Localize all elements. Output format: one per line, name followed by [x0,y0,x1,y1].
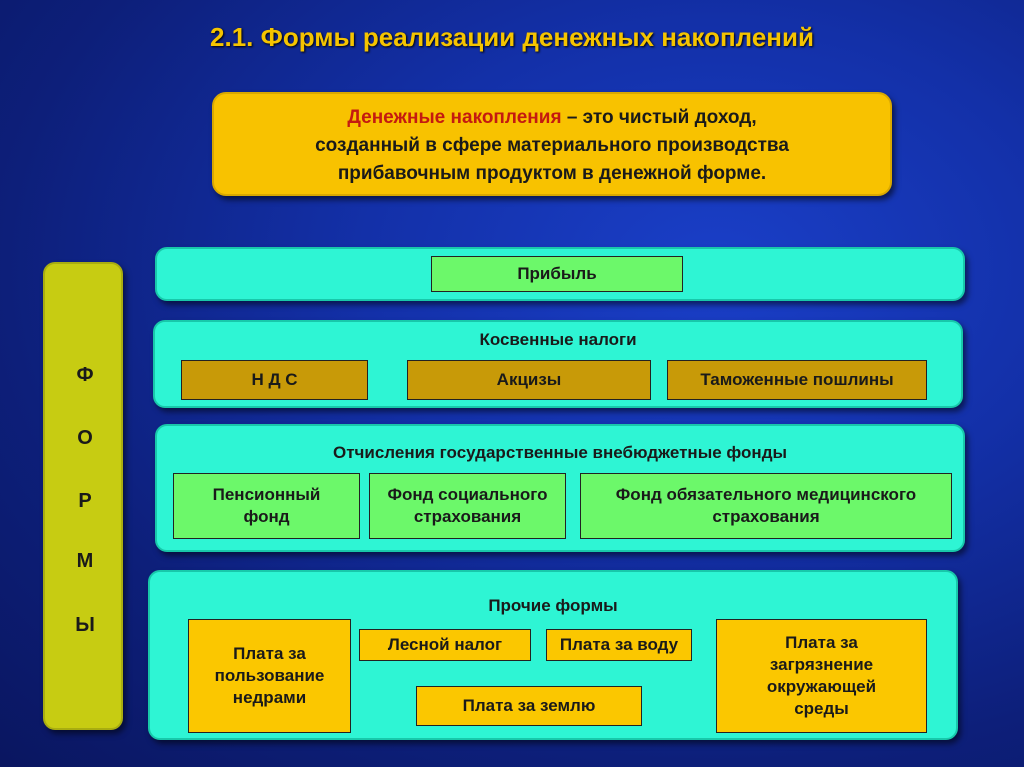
definition-line-1: Денежные накопления – это чистый доход, [214,104,890,132]
pension-fund-box: Пенсионный фонд [173,473,360,539]
pollution-line-1: Плата за [785,633,858,652]
social-insurance-fund-box: Фонд социального страхования [369,473,566,539]
pollution-line-4: среды [794,699,849,718]
subsoil-line-2: пользование [214,666,325,685]
page-title: 2.1. Формы реализации денежных накоплени… [210,22,814,52]
subsoil-line-3: недрами [232,688,307,707]
profit-box: Прибыль [431,256,683,292]
subsoil-line-1: Плата за [233,644,306,663]
water-fee-box: Плата за воду [546,629,692,661]
pollution-fee-box: Плата за загрязнение окружающей среды [716,619,927,733]
forms-side-label: Ф О Р М Ы [43,262,123,730]
extrabudgetary-funds-panel: Отчисления государственные внебюджетные … [155,424,965,552]
customs-duties-label: Таможенные пошлины [700,370,894,389]
excise-box: Акцизы [407,360,651,400]
indirect-taxes-panel: Косвенные налоги Н Д С Акцизы Таможенные… [153,320,963,408]
medical-insurance-fund-box: Фонд обязательного медицинского страхова… [580,473,952,539]
water-fee-label: Плата за воду [559,635,679,654]
definition-term: Денежные накопления [347,107,562,128]
forest-tax-box: Лесной налог [359,629,531,661]
side-letter: Ф [76,364,94,386]
land-fee-box: Плата за землю [416,686,642,726]
side-letter: Р [78,490,92,512]
land-fee-label: Плата за землю [462,696,596,715]
other-forms-title: Прочие формы [488,596,618,615]
funds-title: Отчисления государственные внебюджетные … [332,443,788,462]
social-insurance-line-2: страхования [413,507,522,526]
vat-label: Н Д С [251,370,298,389]
pollution-line-2: загрязнение [769,655,874,674]
other-forms-panel: Прочие формы Плата за пользование недрам… [148,570,958,740]
definition-box: Денежные накопления – это чистый доход, … [212,92,892,196]
medical-insurance-line-1: Фонд обязательного медицинского [615,485,917,504]
side-letter: М [76,550,94,572]
subsoil-fee-box: Плата за пользование недрами [188,619,351,733]
vat-box: Н Д С [181,360,368,400]
profit-panel: Прибыль [155,247,965,301]
pension-fund-line-1: Пенсионный [212,485,321,504]
excise-label: Акцизы [496,370,562,389]
definition-line-3: прибавочным продуктом в денежной форме. [337,163,767,184]
side-letter: О [77,427,93,449]
indirect-taxes-title: Косвенные налоги [479,330,637,349]
customs-duties-box: Таможенные пошлины [667,360,927,400]
definition-line-1-rest: – это чистый доход, [561,107,757,128]
forest-tax-label: Лесной налог [387,635,503,654]
pension-fund-line-2: фонд [243,507,290,526]
side-letter: Ы [75,614,95,636]
profit-label: Прибыль [517,264,597,283]
pollution-line-3: окружающей [766,677,877,696]
definition-line-2: созданный в сфере материального производ… [315,135,789,156]
social-insurance-line-1: Фонд социального [387,485,548,504]
medical-insurance-line-2: страхования [712,507,820,526]
